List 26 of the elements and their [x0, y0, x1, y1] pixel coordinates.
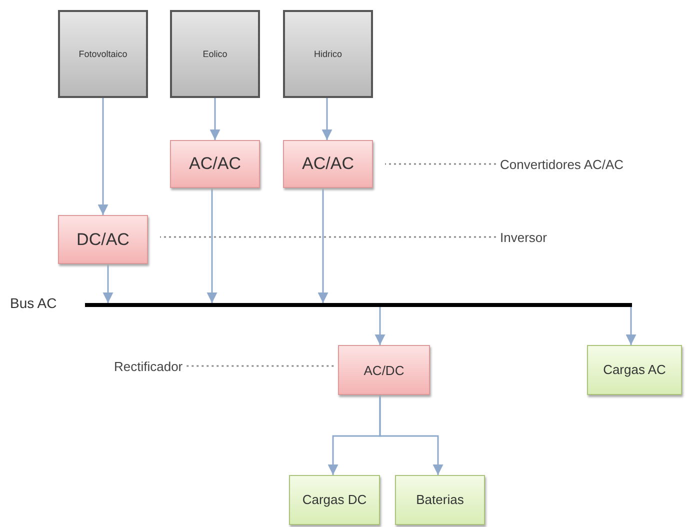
converter-box: DC/AC — [58, 215, 148, 264]
arrow — [102, 264, 114, 303]
annotation-text: Convertidores AC/AC — [500, 154, 624, 174]
source-box: Eolico — [170, 10, 260, 98]
load-box: Cargas DC — [289, 475, 380, 525]
load-box: Cargas AC — [587, 345, 682, 395]
arrow — [379, 395, 444, 475]
arrow — [322, 98, 332, 140]
source-box: Fotovoltaico — [58, 10, 148, 98]
converter-box: AC/AC — [170, 140, 260, 188]
annotation-text: Inversor — [500, 227, 547, 247]
annotation-text: Rectificador — [114, 356, 183, 376]
arrow — [374, 307, 386, 345]
arrow — [210, 98, 220, 140]
arrow — [318, 188, 328, 303]
converter-box: AC/AC — [283, 140, 373, 188]
converter-box: AC/DC — [338, 345, 430, 395]
leader-line — [385, 163, 496, 165]
leader-line — [186, 365, 334, 367]
arrow — [98, 98, 108, 215]
arrow — [626, 307, 636, 345]
source-box: Hidrico — [283, 10, 373, 98]
arrow — [206, 188, 218, 303]
bus-label: Bus AC — [10, 295, 57, 311]
leader-line — [160, 236, 496, 238]
load-box: Baterias — [395, 475, 485, 525]
